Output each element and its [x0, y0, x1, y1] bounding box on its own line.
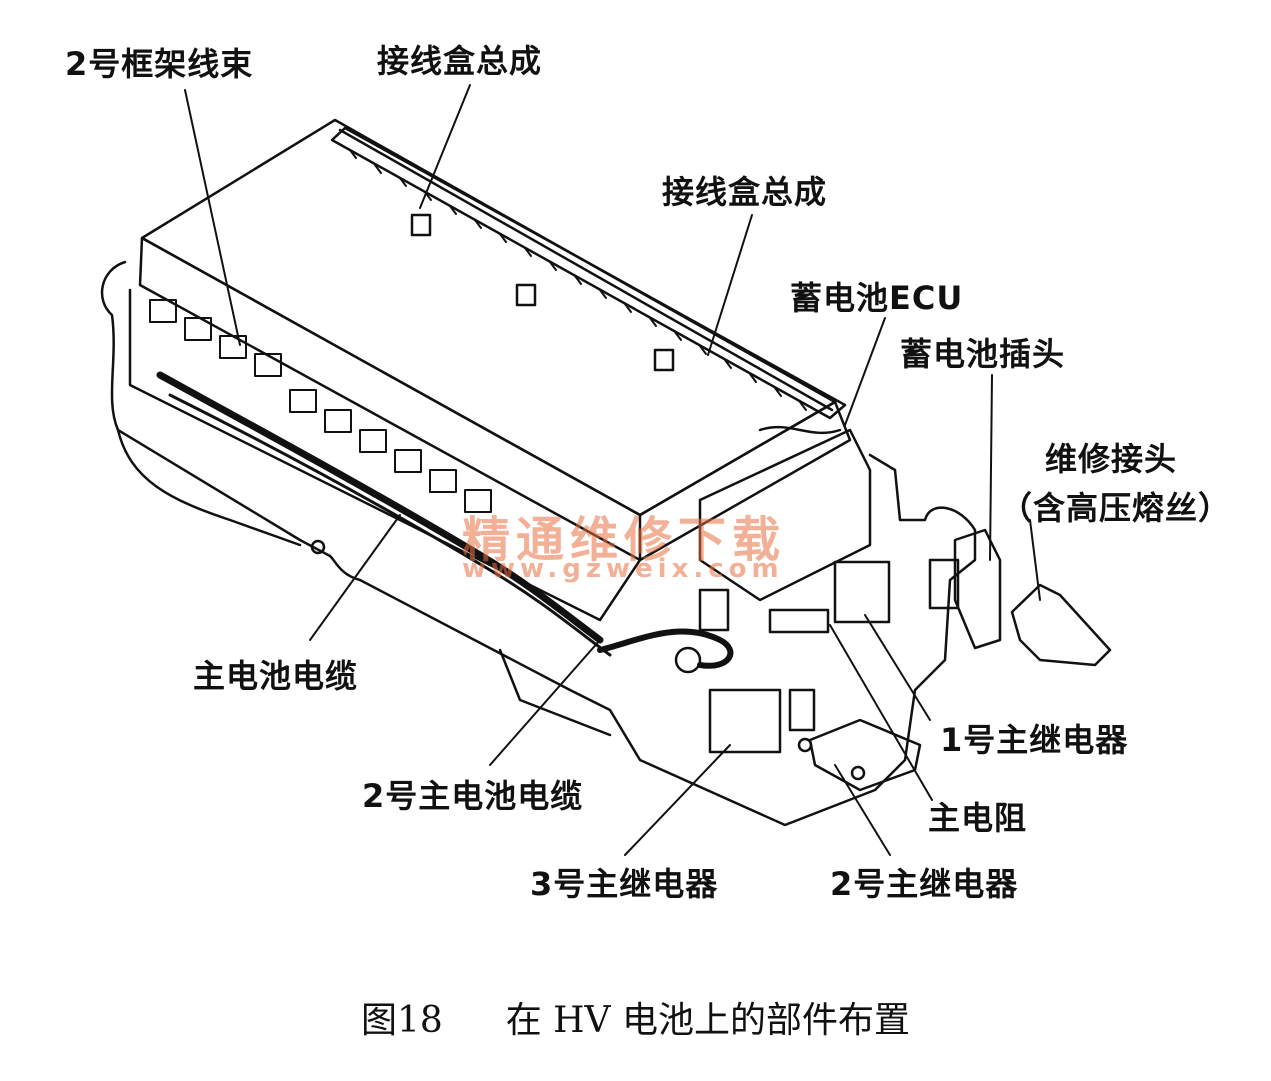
- watermark-text: 精通维修下载: [462, 512, 787, 568]
- main-cable-2-loop: [597, 628, 734, 669]
- junction-box-strip-teeth: [349, 149, 807, 411]
- label-battery-plug: 蓄电池插头: [900, 335, 1066, 373]
- watermark-url: www.gzweix.com: [462, 554, 784, 584]
- base-tray-lower-edge: [116, 428, 302, 547]
- label-main-resistor: 主电阻: [928, 799, 1028, 837]
- battery-ecu-housing: [698, 428, 872, 602]
- label-frame-harness-2: 2号框架线束: [65, 45, 254, 83]
- main-relay-1-body: [833, 560, 891, 624]
- battery-plug-body: [953, 528, 1002, 650]
- base-tray-outline: [100, 260, 977, 827]
- junction-box-cable: [758, 425, 842, 435]
- label-main-relay-3: 3号主继电器: [530, 865, 719, 903]
- label-junction-box-right: 接线盒总成: [662, 173, 828, 211]
- service-plug-body: [1010, 583, 1112, 667]
- label-main-relay-2: 2号主继电器: [830, 865, 1019, 903]
- battery-module-front-lower: [128, 288, 642, 622]
- ecu-connector: [698, 588, 730, 632]
- tray-bolt-hole: [310, 539, 326, 555]
- junction-box-clip: [653, 348, 675, 372]
- label-main-relay-1: 1号主继电器: [940, 721, 1129, 759]
- module-inner-edge: [338, 128, 834, 412]
- figure-title: 在 HV 电池上的部件布置: [505, 1000, 910, 1041]
- base-tray-flange: [498, 648, 612, 737]
- cable-grommet: [674, 646, 702, 674]
- battery-module-right-face: [638, 400, 852, 562]
- frame-harness-brackets: [149, 299, 492, 513]
- main-battery-cable-run: [156, 371, 604, 644]
- label-service-plug: 维修接头: [1045, 440, 1178, 478]
- main-battery-cable-run-2: [168, 393, 612, 657]
- label-service-plug-fuse-note: （含高压熔丝）: [1000, 489, 1232, 527]
- figure-number: 图18: [361, 1000, 443, 1041]
- label-battery-ecu: 蓄电池ECU: [790, 279, 964, 317]
- battery-plug-socket: [928, 558, 960, 610]
- figure-caption: 图18 在 HV 电池上的部件布置: [0, 1003, 1271, 1039]
- main-relay-3-body: [708, 688, 782, 754]
- tray-bolt-hole: [850, 765, 866, 781]
- leader-lines: [184, 84, 1041, 856]
- main-relay-2-bracket: [808, 718, 922, 792]
- main-resistor-body: [768, 608, 830, 634]
- main-relay-2-body: [788, 688, 816, 732]
- label-main-battery-cable-2: 2号主电池电缆: [362, 777, 584, 815]
- label-junction-box-top: 接线盒总成: [377, 42, 543, 80]
- junction-box-clip: [410, 213, 432, 237]
- junction-box-clip: [515, 283, 537, 307]
- junction-box-strip: [330, 126, 847, 420]
- label-main-battery-cable: 主电池电缆: [193, 657, 359, 695]
